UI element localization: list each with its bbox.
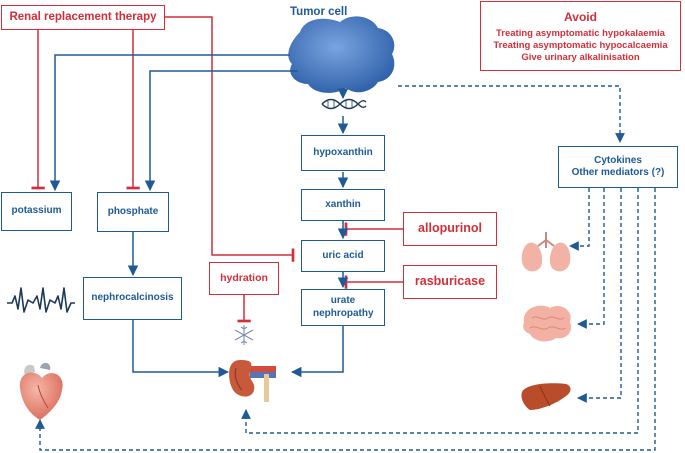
purine-pathway-arrows <box>127 88 349 378</box>
cytokine-dashed-arrows <box>35 85 656 451</box>
potassium-box: potassium <box>1 192 72 231</box>
heart-icon <box>19 362 63 420</box>
tumor-cell-icon <box>288 16 395 93</box>
uric-acid-box: uric acid <box>301 240 385 272</box>
brain-icon <box>523 305 572 342</box>
tumor-to-electrolytes-arrows <box>49 54 298 192</box>
dna-icon <box>321 98 367 110</box>
avoid-item: Treating asymptomatic hypocalcaemia <box>493 40 668 52</box>
xanthin-box: xanthin <box>301 189 385 221</box>
avoid-box: Avoid Treating asymptomatic hypokalaemia… <box>480 1 681 71</box>
hypoxanthin-box: hypoxanthin <box>301 135 385 171</box>
nephrocalcinosis-box: nephrocalcinosis <box>83 277 182 320</box>
renal-replacement-therapy-box: Renal replacement therapy <box>1 5 165 30</box>
ecg-wave-icon <box>7 287 75 313</box>
potassium-label: potassium <box>11 205 62 217</box>
phosphate-label: phosphate <box>107 205 159 217</box>
uric-acid-label: uric acid <box>322 249 364 261</box>
avoid-item: Treating asymptomatic hypokalaemia <box>496 28 665 40</box>
tumor-cell-label: Tumor cell <box>290 6 348 18</box>
urate-nephropathy-label: urate nephropathy <box>313 295 374 319</box>
allopurinol-label: allopurinol <box>418 221 482 236</box>
cytokines-box: Cytokines Other mediators (?) <box>558 146 678 188</box>
phosphate-box: phosphate <box>97 192 169 232</box>
hydration-label: hydration <box>220 271 268 284</box>
rasburicase-box: rasburicase <box>403 265 497 299</box>
liver-icon <box>521 383 571 410</box>
urate-nephropathy-box: urate nephropathy <box>301 289 385 326</box>
hypoxanthin-label: hypoxanthin <box>313 146 373 158</box>
rasburicase-label: rasburicase <box>414 274 486 289</box>
renal-replacement-therapy-label: Renal replacement therapy <box>9 11 157 24</box>
allopurinol-box: allopurinol <box>403 212 497 246</box>
xanthin-label: xanthin <box>325 198 361 210</box>
avoid-title: Avoid <box>564 10 597 25</box>
avoid-item: Give urinary alkalinisation <box>521 51 640 63</box>
snowflake-icon <box>234 325 254 345</box>
cytokines-label: Cytokines Other mediators (?) <box>571 154 665 179</box>
lungs-icon <box>521 232 571 272</box>
renal-therapy-inhibitions <box>31 16 403 323</box>
hydration-box: hydration <box>209 262 279 295</box>
nephrocalcinosis-label: nephrocalcinosis <box>91 292 174 304</box>
kidney-icon <box>229 360 276 402</box>
